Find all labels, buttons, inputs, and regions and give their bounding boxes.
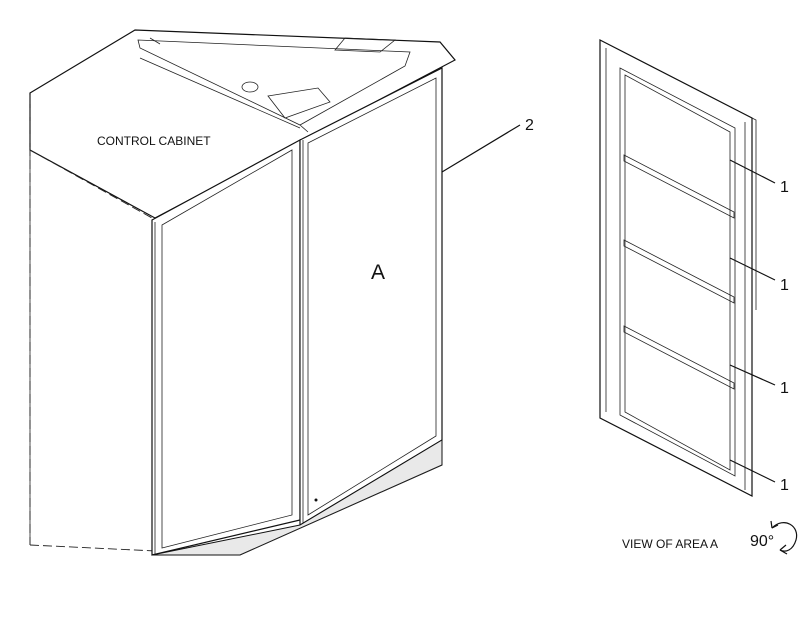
rotation-label: 90° xyxy=(750,533,774,550)
view-caption: VIEW OF AREA A xyxy=(622,537,718,551)
callout-1: 1 xyxy=(780,380,789,397)
leader-1b xyxy=(729,257,776,281)
callout-1: 1 xyxy=(780,277,789,294)
leader-2 xyxy=(441,124,521,173)
area-a-label: A xyxy=(371,261,385,284)
rotate-arrow-icon xyxy=(770,520,798,555)
callout-1: 1 xyxy=(780,179,789,196)
cabinet-base xyxy=(151,439,443,556)
leader-1a xyxy=(729,159,776,184)
cabinet-top-panel xyxy=(137,39,411,126)
filter-strip-2 xyxy=(623,239,735,304)
area-a-detail: 1 1 1 1 VIEW OF AREA A 90° xyxy=(599,39,798,555)
filter-strip-3 xyxy=(623,325,735,390)
callout-1: 1 xyxy=(780,477,789,494)
top-fitting xyxy=(241,81,259,93)
leader-1c xyxy=(729,364,776,386)
leader-1d xyxy=(729,459,776,483)
callout-2: 2 xyxy=(525,117,534,134)
control-cabinet: CONTROL CABINET A 2 xyxy=(29,29,534,556)
filter-strip-1 xyxy=(623,154,735,219)
door-frame xyxy=(599,39,753,497)
cabinet-label: CONTROL CABINET xyxy=(97,134,211,148)
